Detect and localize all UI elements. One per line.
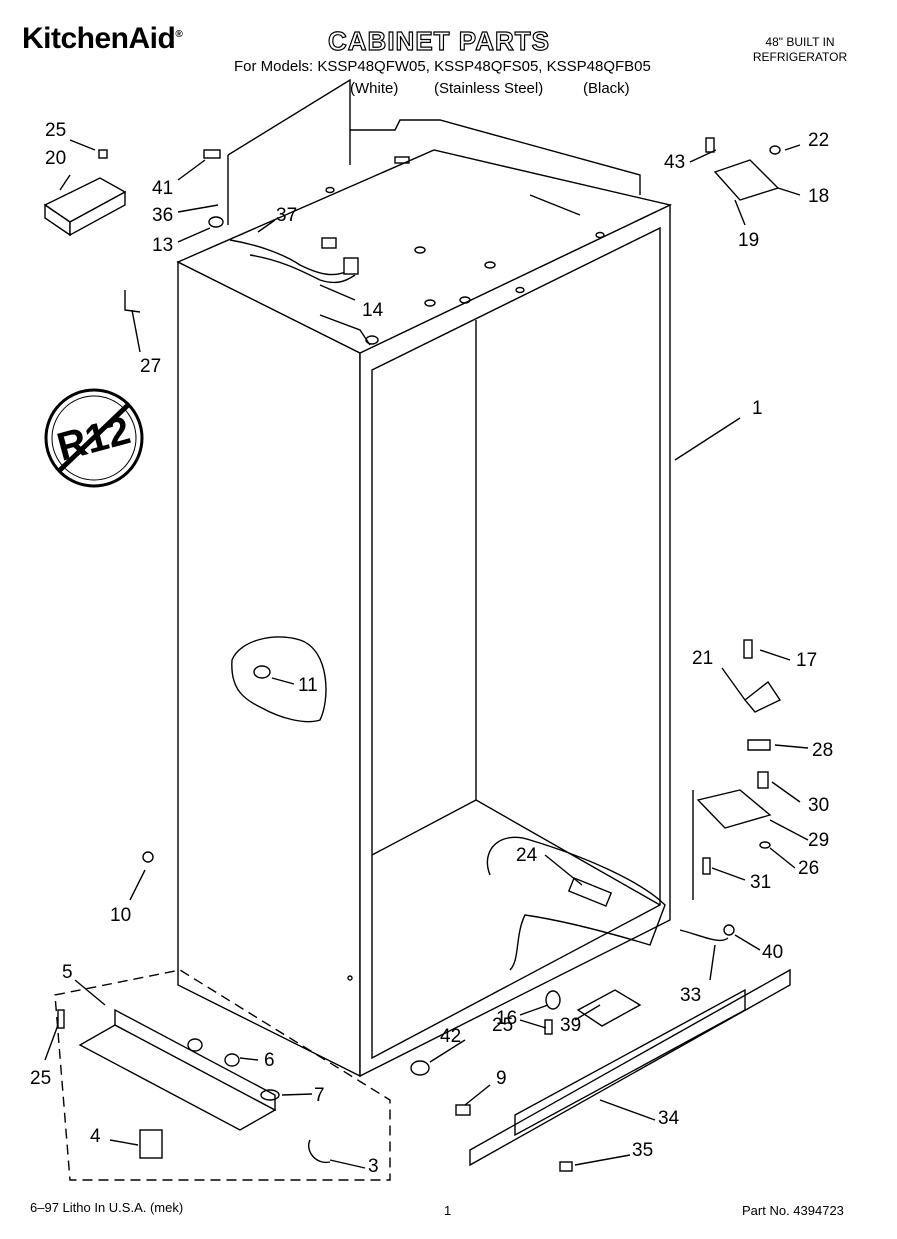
callout-34: 34: [658, 1108, 680, 1129]
callout-39: 39: [560, 1015, 582, 1036]
callout-4: 4: [90, 1126, 101, 1147]
screw-25-top: [98, 149, 108, 159]
brand-logo: KitchenAid®: [22, 22, 183, 56]
base-assembly-outline: [54, 969, 391, 1181]
connector-9: [455, 1104, 471, 1116]
spacer-28: [747, 739, 771, 751]
callout-30: 30: [808, 795, 830, 816]
callout-31: 31: [750, 872, 772, 893]
footer-part-number: Part No. 4394723: [742, 1203, 844, 1218]
callout-18: 18: [808, 186, 830, 207]
callout-28: 28: [812, 740, 834, 761]
callout-21: 21: [692, 648, 714, 669]
washer-26: [759, 841, 771, 849]
clip-27: [124, 290, 141, 313]
callout-1: 1: [752, 398, 763, 419]
callout-36: 36: [152, 205, 174, 226]
callout-7: 7: [314, 1085, 325, 1106]
callout-35: 35: [632, 1140, 654, 1161]
callout-11: 11: [298, 675, 318, 696]
footer-litho: 6–97 Litho In U.S.A. (mek): [30, 1200, 184, 1215]
grille-vents: [514, 988, 746, 1137]
roller-4: [139, 1129, 163, 1159]
screw-43: [705, 137, 715, 153]
plug-7: [260, 1089, 280, 1101]
callout-16: 16: [496, 1008, 518, 1029]
cabinet-body: [176, 78, 673, 1078]
washer-40: [723, 924, 735, 936]
plug-10: [142, 851, 154, 863]
product-description: 48" BUILT IN REFRIGERATOR: [735, 35, 865, 65]
screw-25-mid: [544, 1019, 553, 1035]
screw-17: [743, 639, 753, 659]
bracket-19: [713, 159, 780, 201]
cap-6a: [187, 1038, 203, 1052]
callout-26: 26: [798, 858, 820, 879]
callout-5: 5: [62, 962, 73, 983]
base-rail-5: [78, 1024, 277, 1131]
leader-lines: [44, 139, 809, 1169]
screw-31: [702, 857, 711, 875]
callout-3: 3: [368, 1156, 379, 1177]
pad-39: [576, 989, 642, 1027]
washer-22: [769, 145, 781, 155]
callout-33: 33: [680, 985, 702, 1006]
callout-13: 13: [152, 235, 174, 256]
part-20-cover: [43, 177, 127, 237]
callout-6: 6: [264, 1050, 275, 1071]
callout-25-left: 25: [30, 1068, 52, 1089]
callout-40: 40: [762, 942, 784, 963]
callout-29: 29: [808, 830, 830, 851]
callout-20: 20: [45, 148, 67, 169]
bushing-30: [757, 771, 769, 789]
product-line-1: 48" BUILT IN: [765, 35, 835, 49]
callout-25-mid: 25: [492, 1015, 514, 1036]
callout-42: 42: [440, 1026, 462, 1047]
brand-name: KitchenAid: [22, 22, 176, 55]
footer-page-number: 1: [444, 1203, 452, 1218]
clip-3: [308, 1139, 331, 1164]
plug-part-11: [253, 665, 271, 679]
hinge-21: [744, 680, 782, 713]
model-variant-stainless: (Stainless Steel): [434, 80, 544, 97]
clamp-16: [545, 990, 561, 1010]
callout-25-top: 25: [45, 120, 67, 141]
callout-41: 41: [152, 178, 174, 199]
callout-27: 27: [140, 356, 162, 377]
badge-text: R12: [53, 408, 135, 469]
model-variant-white: (White): [350, 80, 399, 97]
callout-43: 43: [664, 152, 686, 173]
callout-17: 17: [796, 650, 818, 671]
model-variant-black: (Black): [583, 80, 630, 97]
screw-41: [203, 149, 221, 159]
callout-9: 9: [496, 1068, 507, 1089]
screw-35: [559, 1161, 573, 1172]
cutaway-detail-11: [231, 636, 327, 723]
plug-13: [208, 216, 224, 228]
fitting-42: [410, 1060, 430, 1076]
page-title: CABINET PARTS: [327, 25, 550, 56]
no-r12-prohibition-icon: [44, 388, 144, 488]
callout-14: 14: [362, 300, 384, 321]
roller-part-24: [567, 877, 613, 907]
cutaway-detail-24: [486, 836, 666, 971]
product-line-2: REFRIGERATOR: [752, 50, 848, 64]
brand-registered-mark: ®: [175, 29, 183, 40]
callout-19: 19: [738, 230, 760, 251]
callout-37: 37: [276, 205, 298, 226]
callout-10: 10: [110, 905, 132, 926]
wiring-harness-part: [229, 237, 359, 284]
cap-6b: [224, 1053, 240, 1067]
screw-25-left: [57, 1009, 65, 1029]
rod-33: [679, 929, 729, 942]
hinge-plate-29: [696, 789, 772, 829]
callout-24: 24: [516, 845, 538, 866]
callout-22: 22: [808, 130, 830, 151]
models-line: For Models: KSSP48QFW05, KSSP48QFS05, KS…: [234, 58, 651, 75]
